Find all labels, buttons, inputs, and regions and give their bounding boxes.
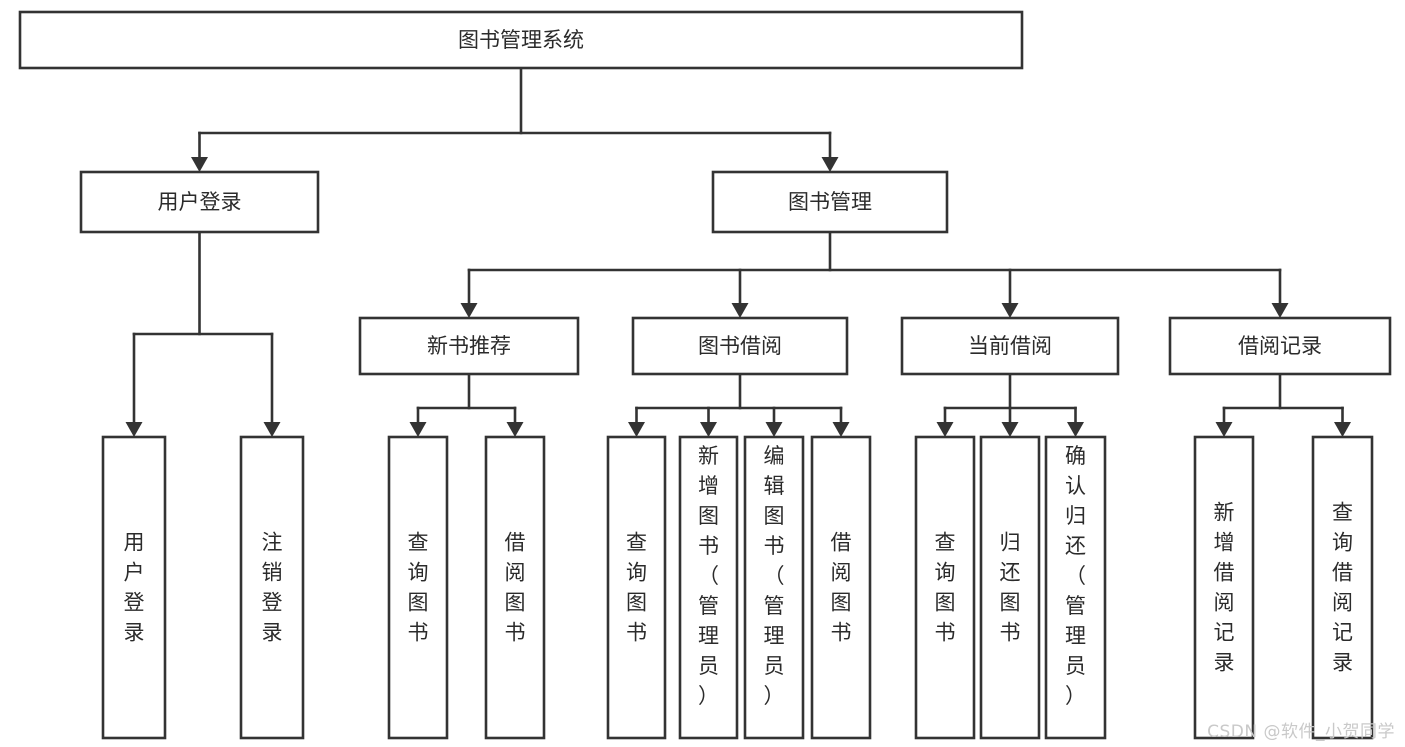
node-leaf-add-record[interactable]: 新增借阅记录 [1193, 435, 1255, 740]
node-label: 查询图书 [626, 531, 647, 645]
node-label: 编辑图书（管理员） [764, 444, 785, 708]
node-label: 图书管理系统 [458, 28, 584, 52]
node-leaf-edit-book[interactable]: 编辑图书（管理员） [743, 435, 805, 740]
node-leaf-user-logout[interactable]: 注销登录 [239, 435, 305, 740]
node-new-book-rec[interactable]: 新书推荐 [358, 316, 580, 376]
node-label: 查询图书 [408, 531, 429, 645]
node-book-manage[interactable]: 图书管理 [711, 170, 949, 234]
watermark-text: CSDN @软件_小贺同学 [1207, 722, 1395, 742]
node-label: 图书管理 [788, 190, 872, 214]
node-label: 当前借阅 [968, 334, 1052, 358]
node-label: 归还图书 [1000, 531, 1021, 645]
node-borrow-record[interactable]: 借阅记录 [1168, 316, 1392, 376]
node-label: 图书借阅 [698, 334, 782, 358]
node-leaf-return-book[interactable]: 归还图书 [979, 435, 1041, 740]
node-label: 新增借阅记录 [1214, 501, 1235, 675]
node-label: 确认归还（管理员） [1065, 444, 1086, 708]
node-root[interactable]: 图书管理系统 [18, 10, 1024, 70]
node-leaf-query-record[interactable]: 查询借阅记录 [1311, 435, 1374, 740]
node-label: 查询借阅记录 [1332, 501, 1353, 675]
node-label: 新增图书（管理员） [698, 444, 719, 708]
node-leaf-query-book-3[interactable]: 查询图书 [914, 435, 976, 740]
node-label: 用户登录 [124, 531, 145, 645]
connector-layer [125, 66, 1351, 437]
node-leaf-query-book-2[interactable]: 查询图书 [606, 435, 667, 740]
node-leaf-borrow-book-1[interactable]: 借阅图书 [484, 435, 546, 740]
node-leaf-user-login[interactable]: 用户登录 [101, 435, 167, 740]
node-label: 借阅记录 [1238, 334, 1322, 358]
node-label: 注销登录 [262, 531, 283, 645]
node-label: 新书推荐 [427, 334, 511, 358]
node-leaf-borrow-book-2[interactable]: 借阅图书 [810, 435, 872, 740]
node-user-login[interactable]: 用户登录 [79, 170, 320, 234]
node-leaf-confirm-return[interactable]: 确认归还（管理员） [1044, 435, 1107, 740]
node-leaf-query-book-1[interactable]: 查询图书 [387, 435, 449, 740]
node-book-borrow[interactable]: 图书借阅 [631, 316, 849, 376]
node-current-borrow[interactable]: 当前借阅 [900, 316, 1120, 376]
node-layer: 图书管理系统用户登录图书管理用户登录注销登录新书推荐查询图书借阅图书图书借阅查询… [18, 10, 1392, 740]
node-label: 借阅图书 [505, 531, 526, 645]
node-leaf-add-book[interactable]: 新增图书（管理员） [678, 435, 739, 740]
node-label: 用户登录 [158, 190, 242, 214]
node-label: 借阅图书 [831, 531, 852, 645]
node-label: 查询图书 [935, 531, 956, 645]
